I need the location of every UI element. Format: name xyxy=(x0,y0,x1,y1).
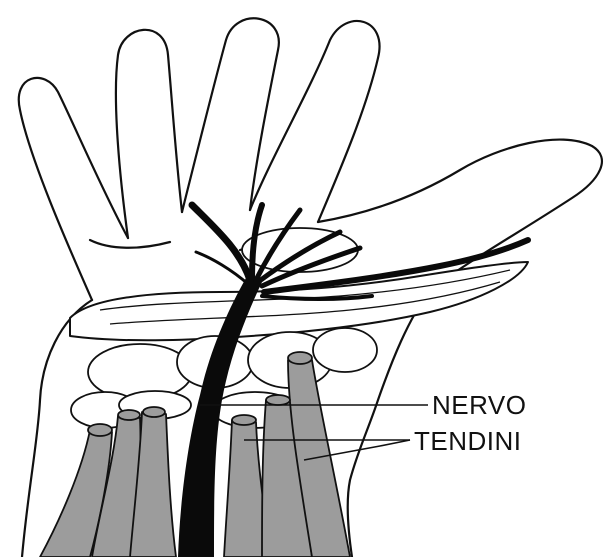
tendon-end xyxy=(266,395,290,405)
tendons-label: TENDINI xyxy=(414,426,522,456)
carpal-bone xyxy=(242,228,358,272)
tendon-end xyxy=(143,407,165,417)
carpal-bone xyxy=(313,328,377,372)
palm-crease xyxy=(90,240,170,248)
little-finger-outline xyxy=(19,78,128,300)
ring-finger-outline xyxy=(116,30,182,238)
tendon-end xyxy=(288,352,312,364)
index-finger-outline xyxy=(250,21,380,222)
thumb-outline xyxy=(318,140,602,290)
tendon-end xyxy=(118,410,140,420)
carpal-ligament xyxy=(70,262,528,340)
nerve-label: NERVO xyxy=(432,390,527,420)
tendon-end xyxy=(88,424,112,436)
ligament-band xyxy=(70,262,528,340)
nerve-branch xyxy=(192,205,250,280)
middle-finger-outline xyxy=(182,18,279,212)
tendon-end xyxy=(232,415,256,425)
